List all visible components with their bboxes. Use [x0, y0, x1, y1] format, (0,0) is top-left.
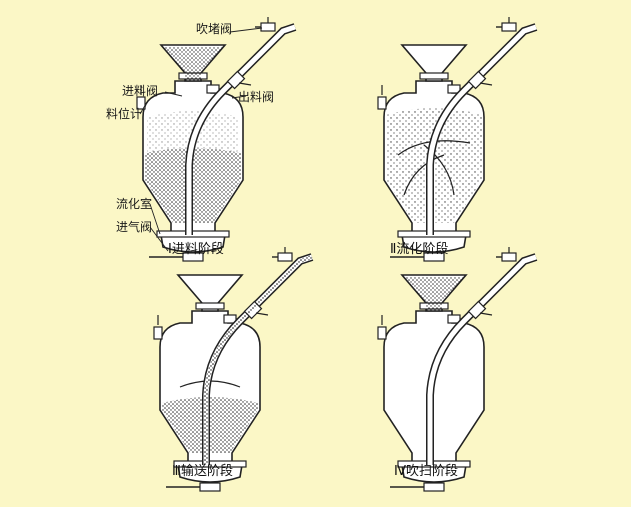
stage-2-vessel — [377, 17, 536, 262]
leader-lines — [139, 27, 263, 252]
stage-3-vessel — [153, 247, 312, 492]
stage-4-vessel — [377, 247, 536, 492]
label-outlet-valve: 出料阀 — [238, 90, 275, 104]
caption-stage-1: Ⅰ进料阶段 — [168, 242, 224, 257]
label-fluid-chamber: 流化室 — [116, 197, 153, 211]
caption-stage-4: Ⅳ吹扫阶段 — [394, 464, 458, 479]
label-level-gauge: 料位计 — [106, 107, 143, 121]
caption-stage-3: Ⅲ输送阶段 — [172, 464, 233, 479]
caption-stage-2: Ⅱ流化阶段 — [390, 242, 449, 257]
label-inlet-valve: 进料阀 — [122, 84, 159, 98]
stage-1-vessel — [136, 17, 295, 262]
label-purge-valve: 吹堵阀 — [196, 22, 233, 36]
label-air-valve: 进气阀 — [116, 220, 153, 234]
